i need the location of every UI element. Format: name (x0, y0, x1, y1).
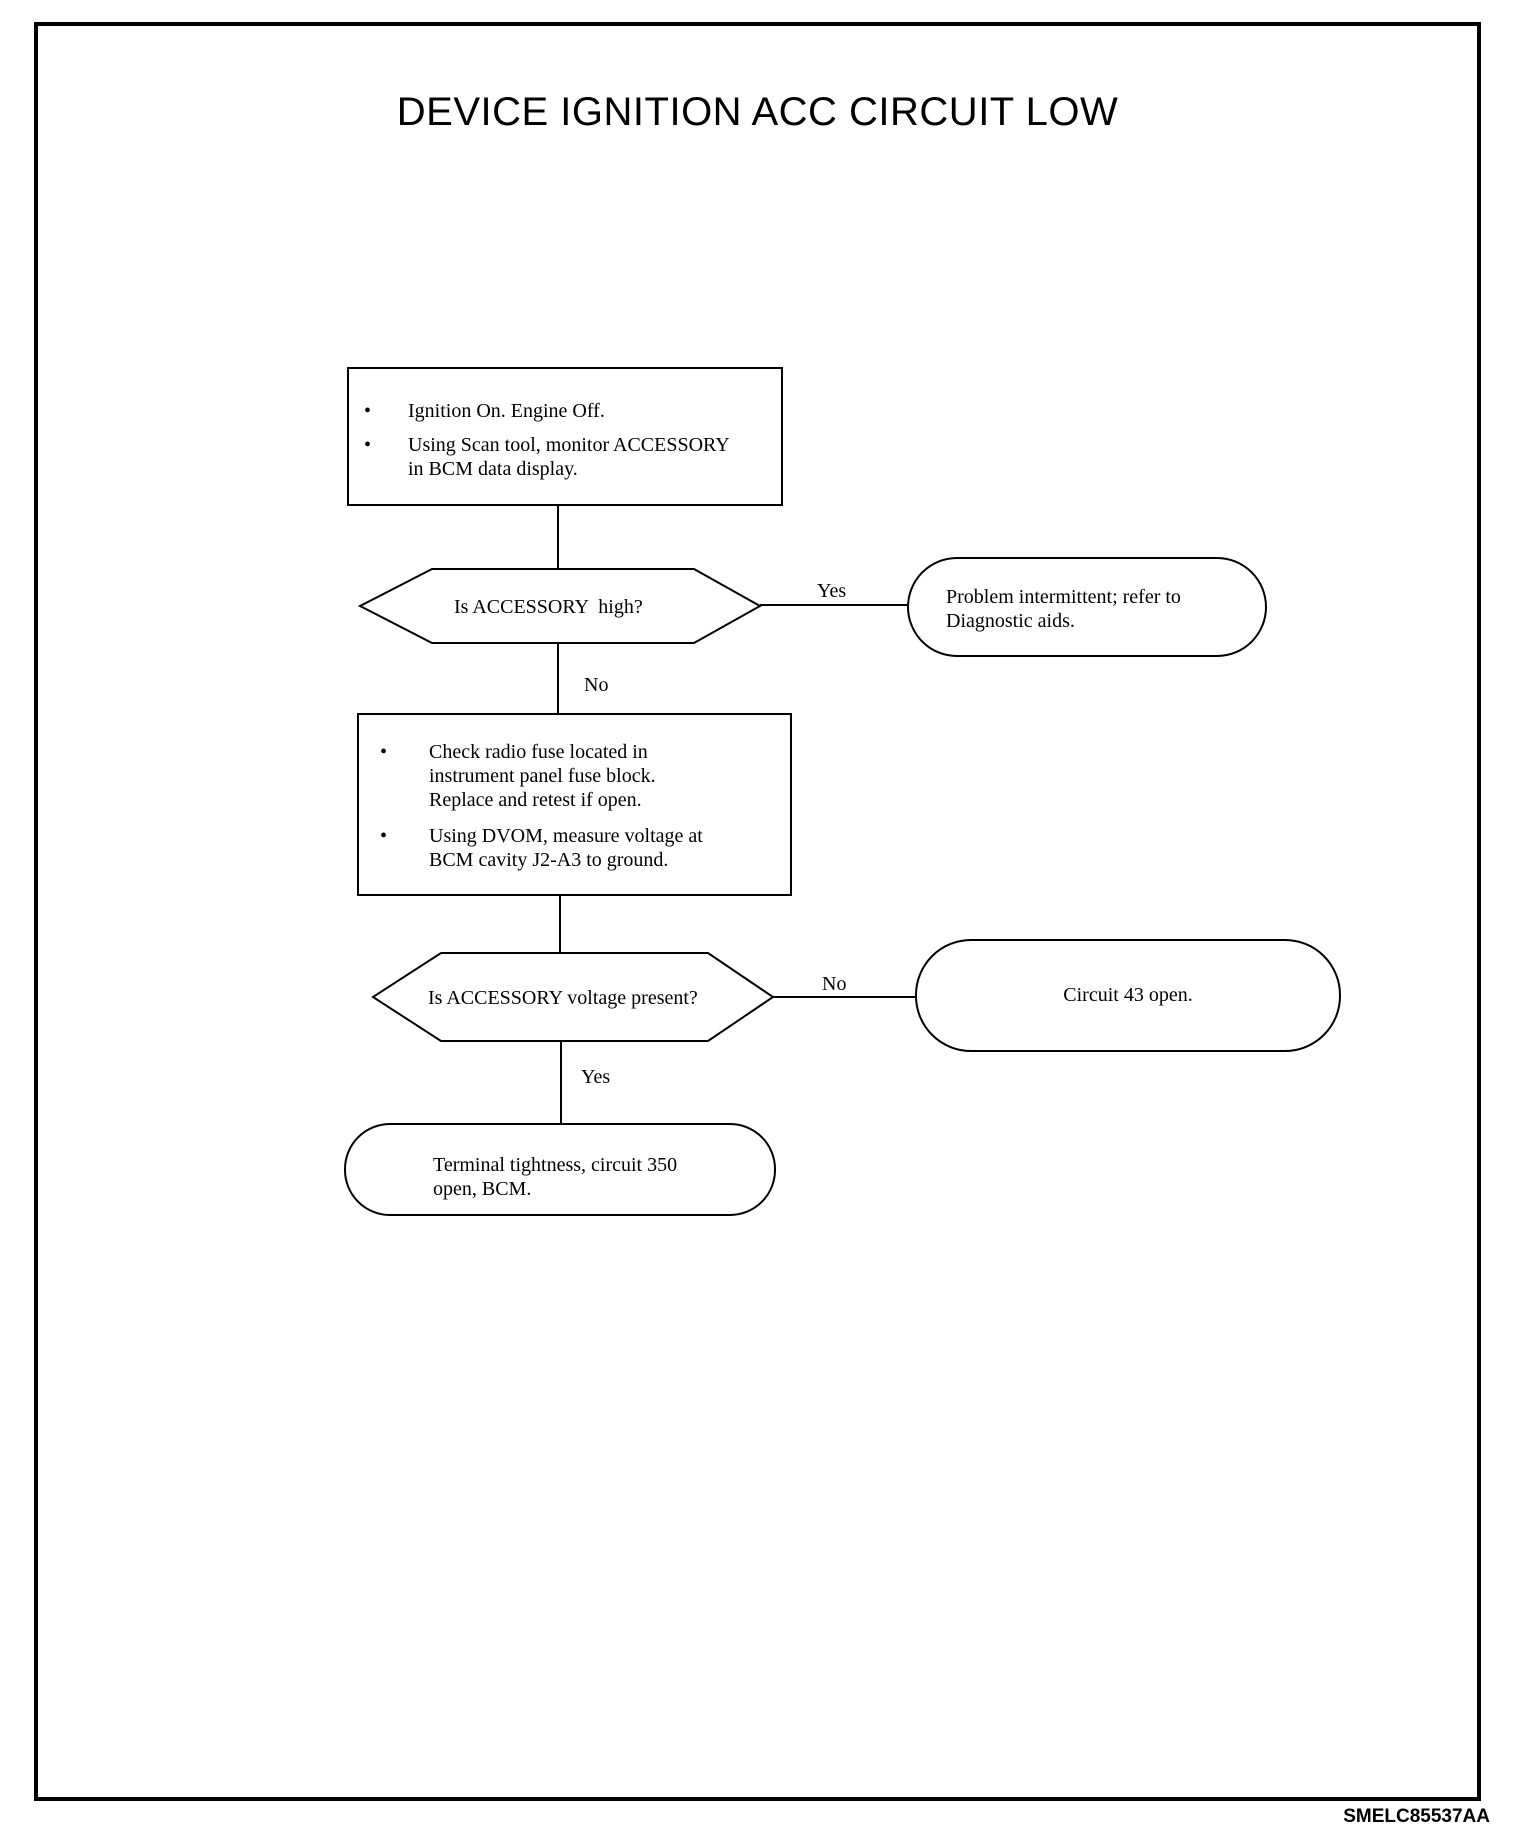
bullet-icon: • (380, 741, 388, 763)
decision2-no-label: No (822, 973, 847, 995)
step1-bullet-2: • Using Scan tool, monitor ACCESSORY in … (364, 433, 764, 485)
bullet-icon: • (364, 400, 372, 422)
decision1-question: Is ACCESSORY high? (454, 596, 643, 618)
decision2-hexagon (371, 952, 775, 1042)
step1-bullet-1-text: Ignition On. Engine Off. (408, 400, 605, 422)
decision1-hexagon (357, 568, 763, 644)
step1-box (347, 367, 783, 506)
figure-id: SMELC85537AA (1343, 1806, 1490, 1827)
result-no2-text: Circuit 43 open. (1063, 984, 1193, 1006)
bullet-icon: • (364, 434, 372, 456)
bullet-icon: • (380, 825, 388, 847)
step2-box (357, 713, 792, 896)
step1-bullet-1: • Ignition On. Engine Off. (364, 399, 764, 433)
decision2-yes-label: Yes (581, 1066, 611, 1088)
result-yes1-text: Problem intermittent; refer to Diagnosti… (946, 586, 1181, 632)
step2-bullet-1: • Check radio fuse located in instrument… (380, 740, 780, 824)
result-yes2-text: Terminal tightness, circuit 350 open, BC… (433, 1154, 678, 1200)
result-yes1-terminator (907, 557, 1267, 657)
step2-bullet-1-text: Check radio fuse located in instrument p… (429, 741, 656, 811)
page-border (34, 22, 1481, 1801)
step1-bullet-2-text: Using Scan tool, monitor ACCESSORY in BC… (408, 434, 729, 480)
step2-bullet-2-text: Using DVOM, measure voltage at BCM cavit… (429, 825, 703, 871)
decision1-no-label: No (584, 674, 609, 696)
page-title: DEVICE IGNITION ACC CIRCUIT LOW (396, 90, 1119, 134)
step2-bullet-2: • Using DVOM, measure voltage at BCM cav… (380, 824, 780, 876)
decision1-yes-label: Yes (817, 580, 847, 602)
step1-text: • Ignition On. Engine Off. • Using Scan … (364, 399, 764, 485)
result-yes2-terminator (344, 1123, 776, 1216)
step2-text: • Check radio fuse located in instrument… (380, 740, 780, 876)
decision2-question: Is ACCESSORY voltage present? (428, 987, 698, 1009)
result-no2-terminator (915, 939, 1341, 1052)
